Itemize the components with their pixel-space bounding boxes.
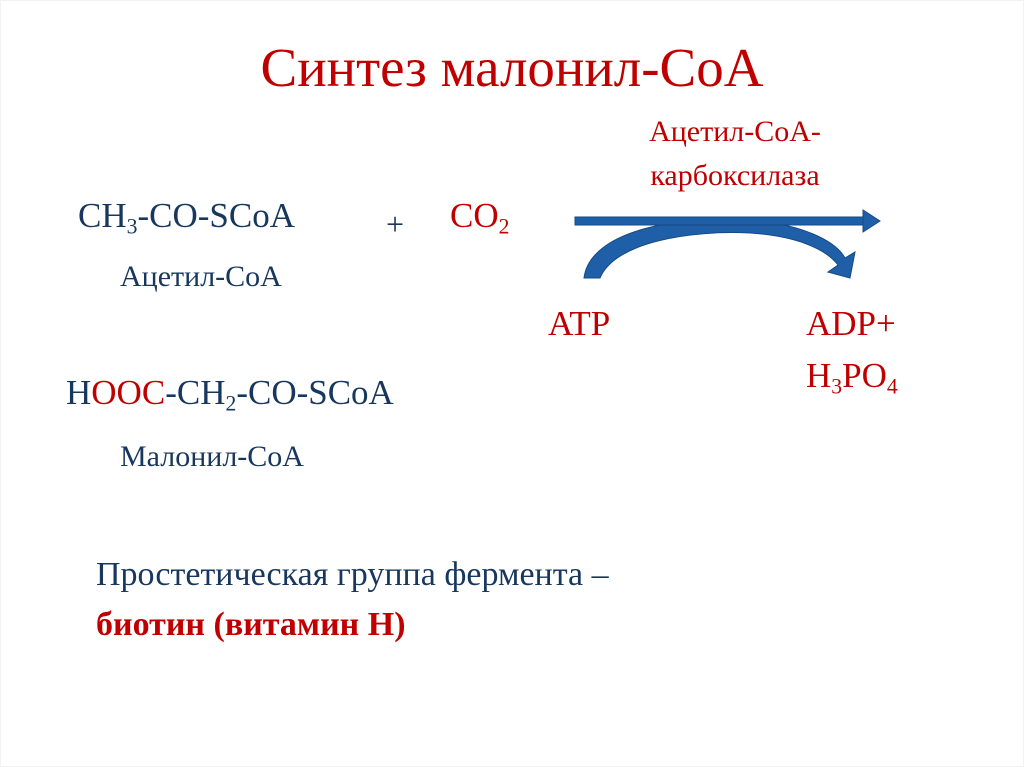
formula-subscript: 4	[886, 374, 898, 399]
straight-right-arrow-icon	[574, 209, 881, 233]
adp-label: ADP+	[806, 304, 896, 343]
acetyl-coa-label: Ацетил-CoA	[120, 260, 282, 293]
formula-subscript: 3	[831, 374, 843, 399]
formula-subscript: 3	[126, 214, 138, 239]
malonyl-coa-label: Малонил-CoA	[120, 440, 304, 473]
prosthetic-group-note: Простетическая группа фермента –	[96, 556, 609, 593]
formula-subscript: 2	[225, 391, 237, 416]
slide-title: Синтез малонил-CoA	[260, 37, 764, 98]
formula-part: -CO-SCoA	[137, 196, 295, 235]
enzyme-line-2: карбоксилаза	[650, 159, 820, 192]
curved-arrow-icon	[583, 218, 856, 279]
formula-part: H	[806, 356, 832, 395]
phosphoric-acid-formula: H3PO4	[806, 356, 898, 397]
enzyme-line-1: Ацетил-CoA-	[649, 115, 821, 148]
acetyl-coa-formula: CH3-CO-SCoA	[78, 196, 295, 237]
biotin-label: биотин (витамин H)	[96, 606, 406, 643]
atp-label: ATP	[548, 304, 611, 343]
enzyme-name: Ацетил-CoA- карбоксилаза	[575, 110, 895, 198]
formula-part: PO	[842, 356, 887, 395]
reaction-arrows	[574, 209, 881, 279]
formula-part: CH	[78, 196, 127, 235]
formula-part: H	[66, 373, 92, 412]
formula-part: -CO-SCoA	[236, 373, 394, 412]
formula-part: -CH	[165, 373, 226, 412]
formula-subscript: 2	[498, 214, 510, 239]
co2-formula: CO2	[450, 196, 509, 237]
carboxyl-group: OOC	[91, 373, 166, 412]
plus-sign: +	[386, 206, 405, 242]
formula-part: CO	[450, 196, 499, 235]
malonyl-coa-formula: HOOC-CH2-CO-SCoA	[66, 373, 394, 414]
